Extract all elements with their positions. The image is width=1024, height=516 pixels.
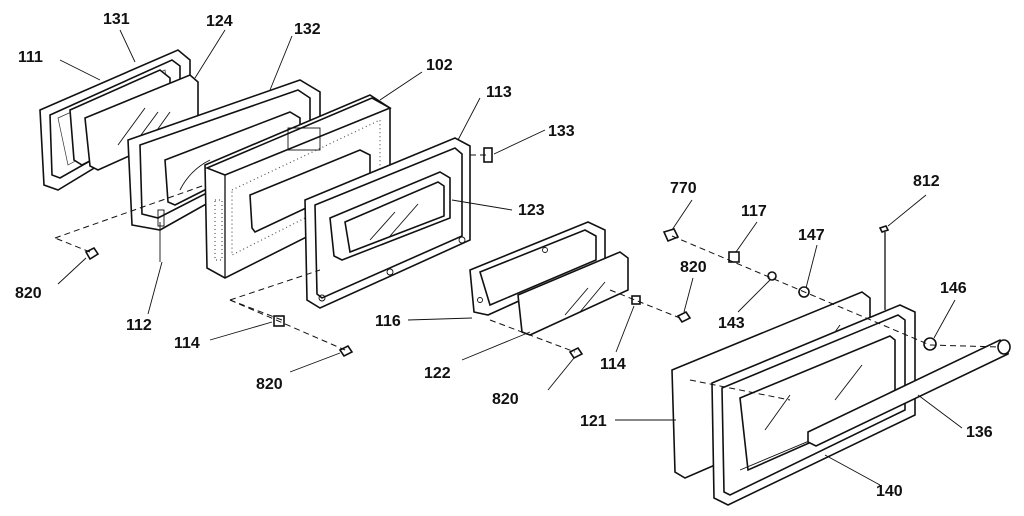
callout-102: 102 [426, 57, 453, 74]
callout-820-lower-left: 820 [256, 376, 283, 393]
part-123-inner-glass [329, 171, 451, 261]
callout-133: 133 [548, 123, 575, 140]
callout-146: 146 [940, 280, 967, 297]
callout-114-right: 114 [600, 356, 626, 373]
callout-820-middle: 820 [492, 391, 519, 408]
callout-117: 117 [741, 203, 767, 220]
callout-122: 122 [424, 365, 451, 382]
callout-114-left: 114 [174, 335, 200, 352]
callout-820-left: 820 [15, 285, 42, 302]
callout-131: 131 [103, 11, 130, 28]
callout-770: 770 [670, 180, 697, 197]
callout-820-right: 820 [680, 259, 707, 276]
callout-132: 132 [294, 21, 321, 38]
callout-labels: 111 131 124 132 102 113 133 123 770 117 … [15, 11, 993, 500]
callout-112: 112 [126, 317, 152, 334]
callout-111: 111 [18, 49, 43, 66]
leader-lines [57, 29, 963, 486]
assembly-lines [54, 154, 1001, 401]
callout-147: 147 [798, 227, 825, 244]
callout-113: 113 [486, 84, 512, 101]
callout-121: 121 [580, 413, 607, 430]
part-140-door-frame [711, 304, 916, 506]
callout-140: 140 [876, 483, 903, 500]
callout-124: 124 [206, 13, 233, 30]
callout-812: 812 [913, 173, 940, 190]
part-136-handle [807, 339, 1011, 447]
callout-136: 136 [966, 424, 993, 441]
callout-123: 123 [518, 202, 545, 219]
callout-143: 143 [718, 315, 745, 332]
callout-116: 116 [375, 313, 401, 330]
